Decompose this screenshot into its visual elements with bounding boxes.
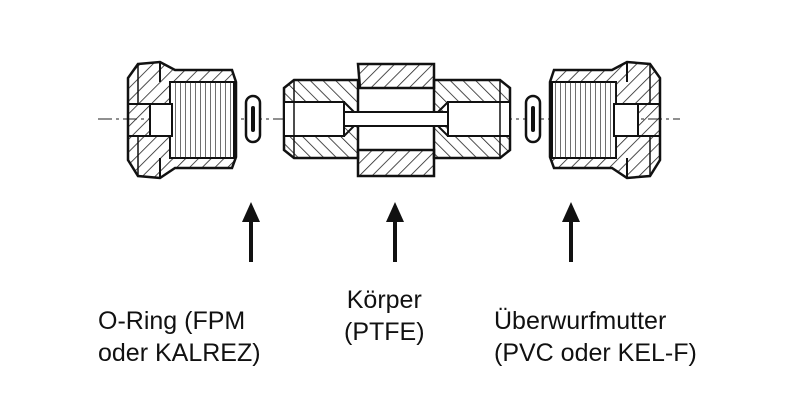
union-nut-label: Überwurfmutter (PVC oder KEL-F): [494, 305, 697, 369]
arrow-body: [386, 202, 404, 262]
body-fitting: [282, 62, 512, 178]
body-label-line1: Körper: [346, 286, 422, 314]
o-ring-label: O-Ring (FPM oder KALREZ): [98, 305, 261, 369]
arrow-o-ring: [242, 202, 260, 262]
union-nut-label-line2: (PVC oder KEL-F): [494, 339, 697, 367]
left-union-nut: [126, 60, 238, 180]
o-ring-label-line2: oder KALREZ): [98, 339, 261, 367]
o-ring-label-line1: O-Ring (FPM: [98, 307, 246, 335]
body-label: Körper (PTFE): [344, 284, 425, 348]
right-o-ring: [524, 94, 542, 144]
union-nut-label-line1: Überwurfmutter: [494, 307, 667, 335]
body-label-line2: (PTFE): [344, 318, 425, 346]
right-union-nut: [548, 60, 662, 180]
arrow-union-nut: [562, 202, 580, 262]
left-o-ring: [244, 94, 262, 144]
